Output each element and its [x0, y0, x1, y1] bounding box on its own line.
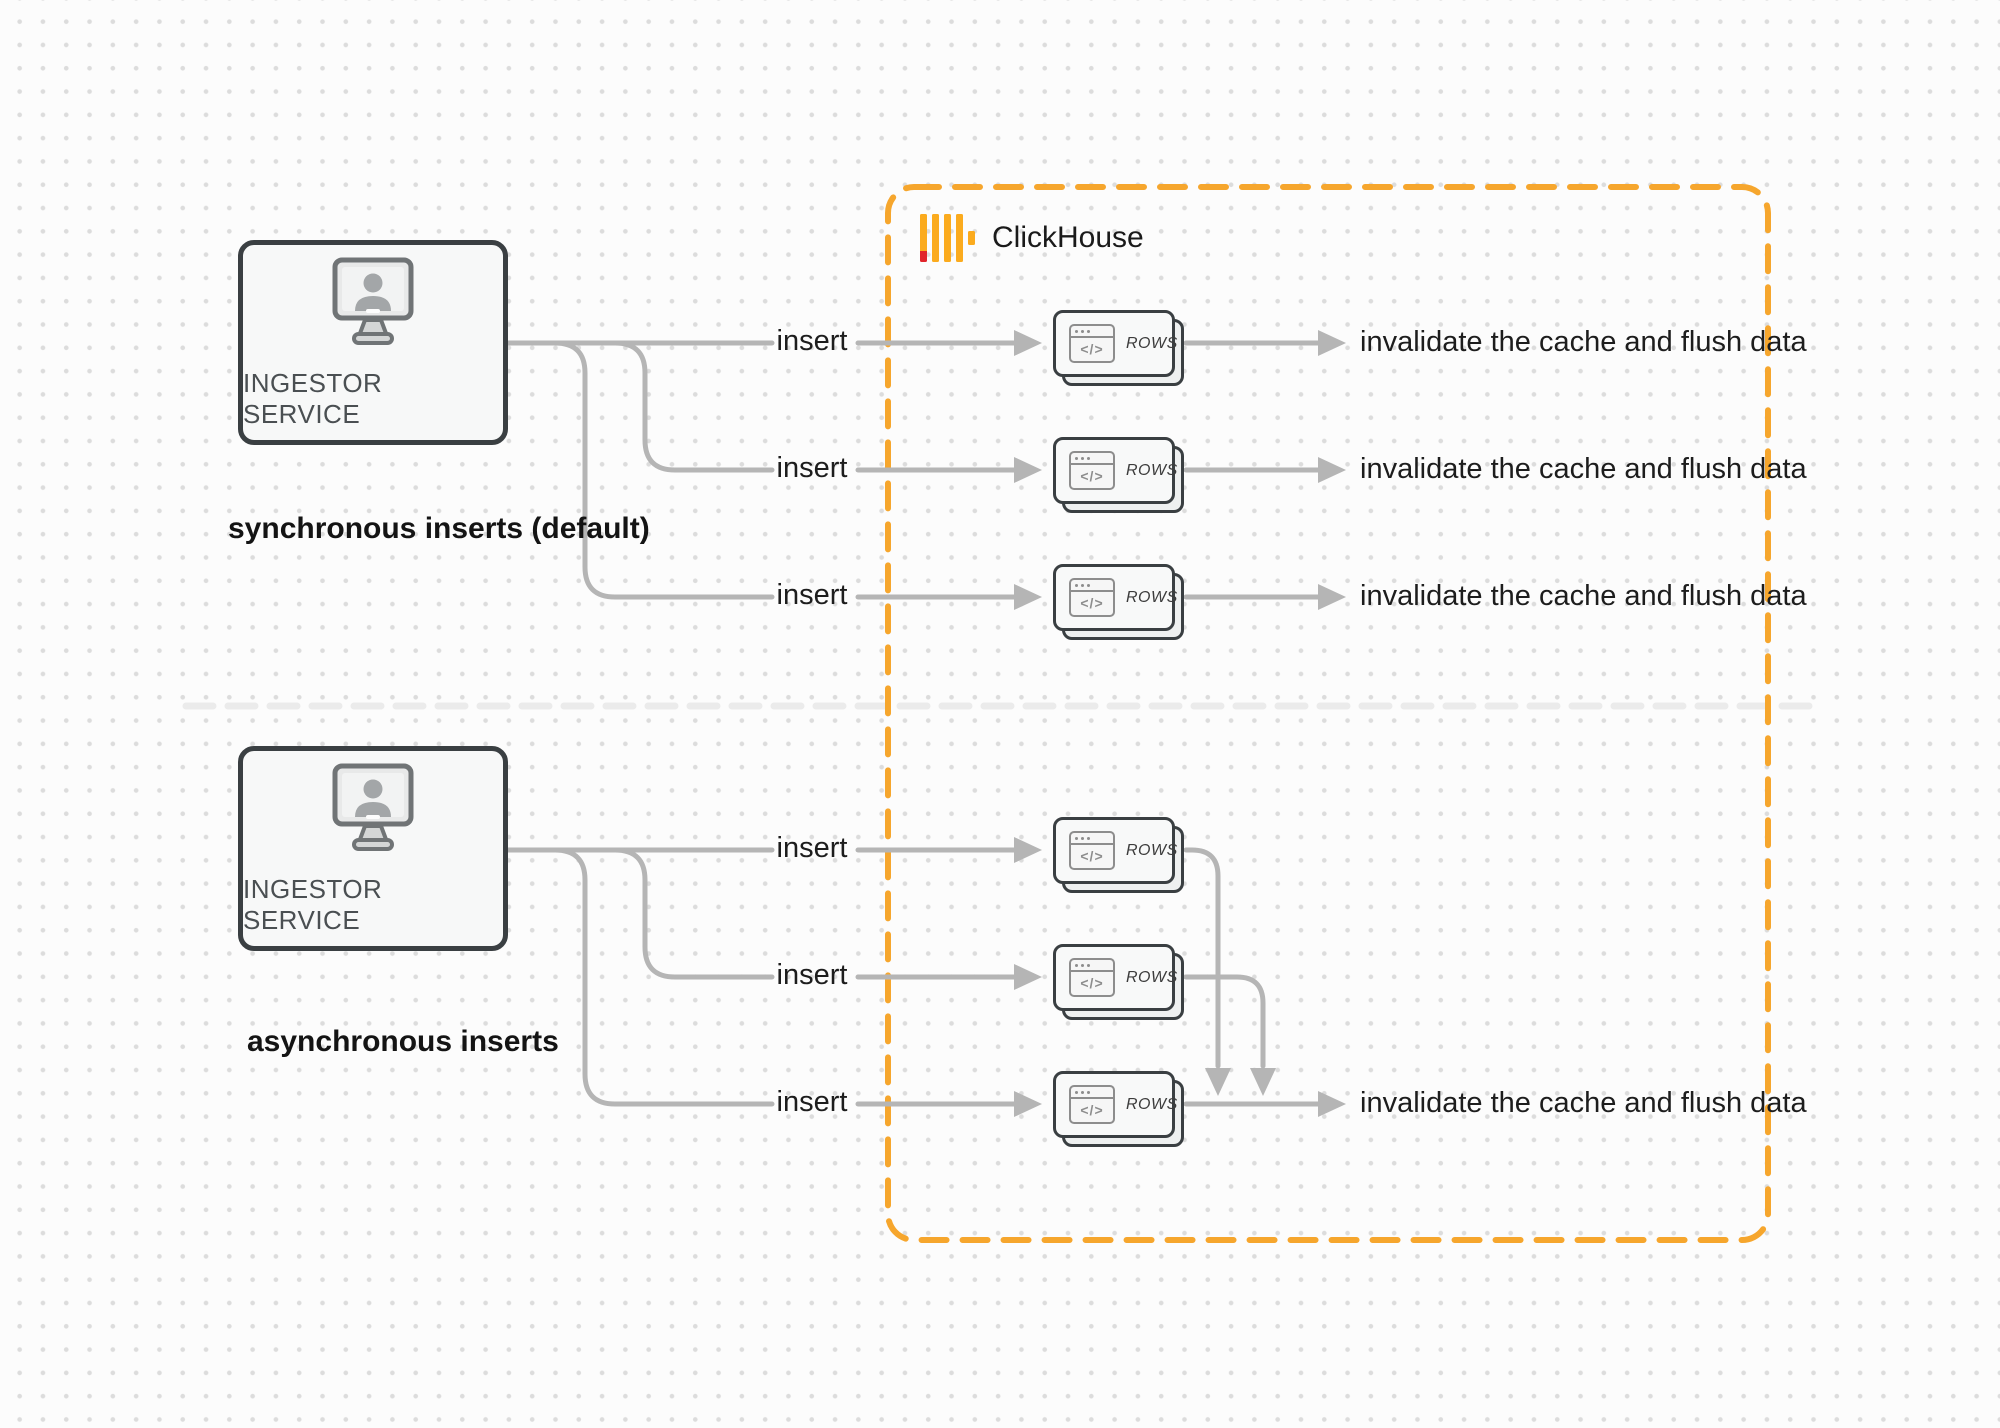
- sync-row2-result-arrowhead: [1318, 457, 1346, 483]
- logo-bar: [956, 214, 963, 262]
- rows-table-card: </> ROWS: [1053, 817, 1184, 893]
- async-branch-row3: [552, 847, 775, 1107]
- code-glyph: </>: [1080, 340, 1104, 357]
- clickhouse-dashed-border: [885, 184, 1771, 1243]
- clickhouse-logo: ClickHouse: [920, 214, 1144, 262]
- result-label: invalidate the cache and flush data: [1360, 325, 1807, 358]
- rows-table-card: </> ROWS: [1053, 564, 1184, 640]
- card-front: </> ROWS: [1053, 564, 1178, 631]
- code-glyph: </>: [1080, 594, 1104, 611]
- code-window-icon: </>: [1069, 831, 1115, 870]
- card-front: </> ROWS: [1053, 1071, 1178, 1138]
- logo-bar: [944, 214, 951, 262]
- window-titlebar: [1071, 580, 1113, 592]
- async-row1-merge-line: [1183, 847, 1221, 1069]
- async-row2-merge-arrowhead: [1250, 1068, 1276, 1096]
- async-row2-merge-line: [1183, 974, 1266, 1069]
- window-titlebar: [1071, 1087, 1113, 1099]
- card-front: </> ROWS: [1053, 817, 1178, 884]
- code-glyph: </>: [1080, 467, 1104, 484]
- clickhouse-logo-label: ClickHouse: [992, 221, 1144, 254]
- sync-row1-result-arrowhead: [1318, 330, 1346, 356]
- card-front: </> ROWS: [1053, 437, 1178, 504]
- async-section-caption: asynchronous inserts: [247, 1025, 559, 1058]
- card-front: </> ROWS: [1053, 310, 1178, 377]
- async-row2-insert-arrowhead: [1014, 964, 1042, 990]
- rows-table-card: </> ROWS: [1053, 310, 1184, 386]
- card-front: </> ROWS: [1053, 944, 1178, 1011]
- ingestor-service-label: INGESTOR SERVICE: [243, 367, 383, 429]
- code-window-icon: </>: [1069, 1085, 1115, 1124]
- rows-card-label: ROWS: [1126, 968, 1178, 986]
- insert-label: insert: [776, 959, 848, 992]
- sync-branch-row2: [612, 340, 775, 473]
- async-row1-merge-arrowhead: [1205, 1068, 1231, 1096]
- ingestor-service-label: INGESTOR SERVICE: [243, 873, 383, 935]
- rows-card-label: ROWS: [1126, 461, 1178, 479]
- insert-label: insert: [776, 832, 848, 865]
- logo-bar: [932, 214, 939, 262]
- insert-label: insert: [776, 452, 848, 485]
- logo-bar: [920, 214, 927, 262]
- insert-label: insert: [776, 1086, 848, 1119]
- code-glyph: </>: [1080, 1101, 1104, 1118]
- window-titlebar: [1071, 326, 1113, 338]
- sync-section-caption: synchronous inserts (default): [228, 512, 650, 545]
- async-row1-insert-arrowhead: [1014, 837, 1042, 863]
- sync-row1-insert-arrowhead: [1014, 330, 1042, 356]
- async-row3-result-arrowhead: [1318, 1091, 1346, 1117]
- ingestor-service-box-async: INGESTOR SERVICE: [238, 746, 508, 951]
- code-window-icon: </>: [1069, 578, 1115, 617]
- insert-label: insert: [776, 325, 848, 358]
- rows-table-card: </> ROWS: [1053, 1071, 1184, 1147]
- ingestor-service-box-sync: INGESTOR SERVICE: [238, 240, 508, 445]
- rows-card-label: ROWS: [1126, 1095, 1178, 1113]
- code-window-icon: </>: [1069, 451, 1115, 490]
- async-branch-row2: [612, 847, 775, 980]
- rows-card-label: ROWS: [1126, 334, 1178, 352]
- logo-bar: [968, 231, 975, 245]
- user-monitor-icon: [332, 257, 414, 345]
- rows-card-label: ROWS: [1126, 841, 1178, 859]
- result-label: invalidate the cache and flush data: [1360, 452, 1807, 485]
- sync-row3-result-arrowhead: [1318, 584, 1346, 610]
- window-titlebar: [1071, 453, 1113, 465]
- clickhouse-logo-icon: [920, 214, 975, 262]
- rows-card-label: ROWS: [1126, 588, 1178, 606]
- result-label: invalidate the cache and flush data: [1360, 579, 1807, 612]
- user-monitor-icon: [332, 763, 414, 851]
- rows-table-card: </> ROWS: [1053, 437, 1184, 513]
- code-window-icon: </>: [1069, 324, 1115, 363]
- code-glyph: </>: [1080, 847, 1104, 864]
- sync-row2-insert-arrowhead: [1014, 457, 1042, 483]
- window-titlebar: [1071, 960, 1113, 972]
- insert-label: insert: [776, 579, 848, 612]
- sync-branch-row3: [552, 340, 775, 600]
- rows-table-card: </> ROWS: [1053, 944, 1184, 1020]
- sync-row3-insert-arrowhead: [1014, 584, 1042, 610]
- async-row3-insert-arrowhead: [1014, 1091, 1042, 1117]
- code-window-icon: </>: [1069, 958, 1115, 997]
- code-glyph: </>: [1080, 974, 1104, 991]
- result-label: invalidate the cache and flush data: [1360, 1086, 1807, 1119]
- window-titlebar: [1071, 833, 1113, 845]
